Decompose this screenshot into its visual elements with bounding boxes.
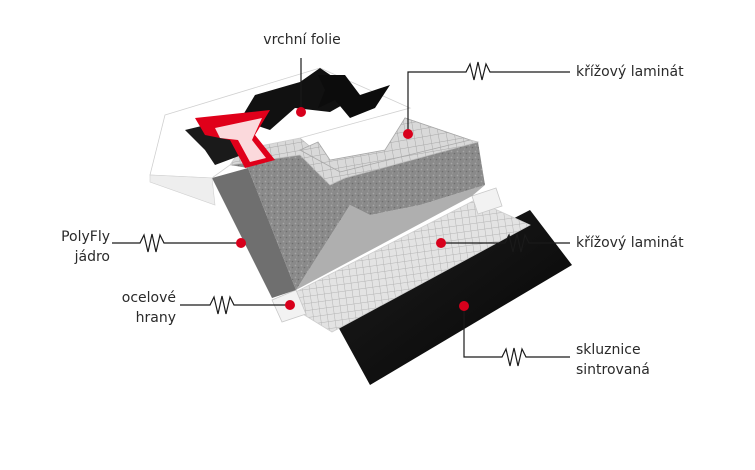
label-base-line2: sintrovaná bbox=[576, 362, 650, 378]
marker-laminate-bottom bbox=[436, 238, 446, 248]
marker-core bbox=[236, 238, 246, 248]
label-laminate-top-text: křížový laminát bbox=[576, 64, 684, 80]
label-core-line2: jádro bbox=[74, 249, 110, 265]
leader-laminate-top bbox=[407, 61, 570, 132]
label-core-line1: PolyFly bbox=[61, 229, 110, 245]
topsheet-graphic-white-stripe bbox=[215, 118, 266, 162]
leader-lines bbox=[112, 58, 570, 367]
marker-laminate-top bbox=[403, 129, 413, 139]
leader-edges bbox=[180, 295, 290, 315]
label-laminate-top: křížový laminát bbox=[576, 62, 684, 82]
label-laminate-bottom-text: křížový laminát bbox=[576, 235, 684, 251]
core-layer bbox=[212, 168, 296, 298]
steel-edge-right bbox=[471, 187, 503, 215]
label-edges: ocelové hrany bbox=[80, 288, 176, 328]
leader-core bbox=[112, 233, 240, 253]
topsheet-graphic-x bbox=[318, 75, 390, 118]
label-laminate-bottom: křížový laminát bbox=[576, 233, 684, 253]
base-layer bbox=[330, 210, 572, 385]
label-top-sheet: vrchní folie bbox=[255, 30, 349, 50]
label-core: PolyFly jádro bbox=[20, 227, 110, 267]
core-layer-top bbox=[230, 142, 485, 290]
marker-top-sheet bbox=[296, 107, 306, 117]
marker-base bbox=[459, 301, 469, 311]
core-side-shading bbox=[248, 168, 485, 290]
bottom-laminate-layer bbox=[279, 199, 531, 333]
marker-edges bbox=[285, 300, 295, 310]
layer-markers bbox=[236, 107, 469, 311]
label-base: skluznice sintrovaná bbox=[576, 340, 650, 380]
top-laminate-raised bbox=[299, 117, 472, 173]
leader-laminate-bottom bbox=[441, 233, 570, 253]
label-edges-line2: hrany bbox=[135, 310, 176, 326]
topsheet-side-edge bbox=[149, 174, 216, 206]
label-edges-line1: ocelové bbox=[121, 290, 176, 306]
label-base-line1: skluznice bbox=[576, 342, 641, 358]
leader-base bbox=[463, 306, 570, 367]
label-top-sheet-text: vrchní folie bbox=[263, 32, 341, 48]
